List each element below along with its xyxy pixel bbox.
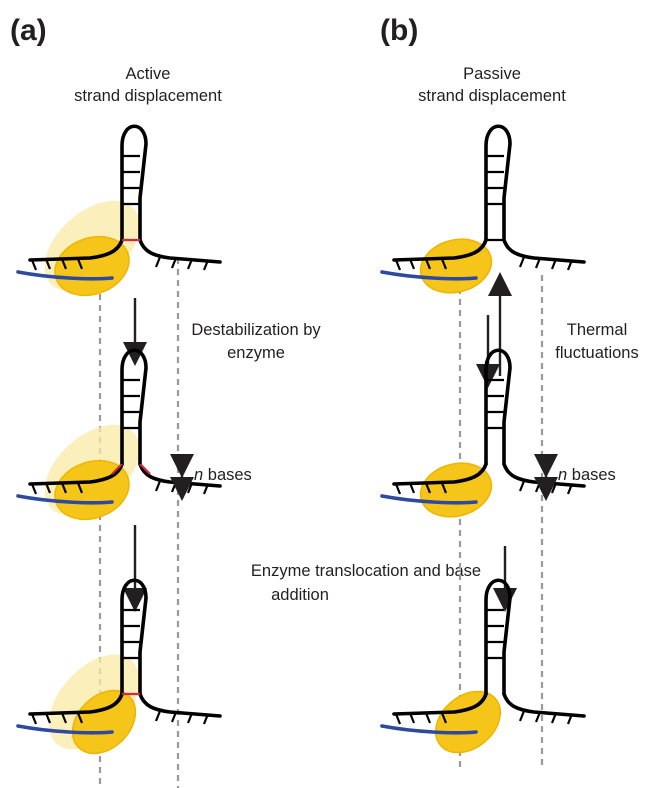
svg-text:n bases: n bases bbox=[558, 466, 616, 484]
bases-label: bases bbox=[567, 466, 616, 484]
enzyme bbox=[435, 690, 501, 754]
hairpin-b-3 bbox=[380, 578, 586, 754]
hairpin-a-3 bbox=[16, 578, 222, 755]
panel-b-title-line2: strand displacement bbox=[418, 87, 566, 105]
hairpin-b-1 bbox=[380, 124, 586, 294]
disrupted-pair bbox=[111, 463, 123, 475]
panel-a-title-line2: strand displacement bbox=[74, 87, 222, 105]
panel-b: (b) Passive strand displacement Thermal … bbox=[380, 14, 639, 770]
bases-italic-n: n bbox=[558, 466, 567, 484]
hairpin-a-1 bbox=[16, 124, 222, 297]
panel-a: (a) Active strand displacement Destabili… bbox=[10, 14, 321, 788]
panel-b-title-line1: Passive bbox=[463, 65, 521, 83]
bases-italic-n: n bbox=[194, 466, 203, 484]
enzyme bbox=[71, 689, 137, 755]
hairpin-b-2 bbox=[380, 348, 586, 518]
step1-b-line1: Thermal bbox=[567, 321, 628, 339]
step2-line1: Enzyme translocation and base bbox=[251, 562, 481, 580]
step1-b-line2: fluctuations bbox=[555, 344, 638, 362]
bases-indicator-b: n bases bbox=[534, 454, 616, 501]
disrupted-pair bbox=[139, 463, 151, 475]
svg-text:n bases: n bases bbox=[194, 466, 252, 484]
bases-indicator-a: n bases bbox=[170, 454, 252, 501]
hairpin-a-2 bbox=[16, 348, 222, 521]
bases-label: bases bbox=[203, 466, 252, 484]
step2-line2: addition bbox=[271, 586, 329, 604]
panel-b-letter: (b) bbox=[380, 14, 418, 47]
panel-a-title-line1: Active bbox=[126, 65, 171, 83]
step1-a-line2: enzyme bbox=[227, 344, 285, 362]
panel-a-letter: (a) bbox=[10, 14, 47, 47]
step1-a-line1: Destabilization by bbox=[191, 321, 321, 339]
